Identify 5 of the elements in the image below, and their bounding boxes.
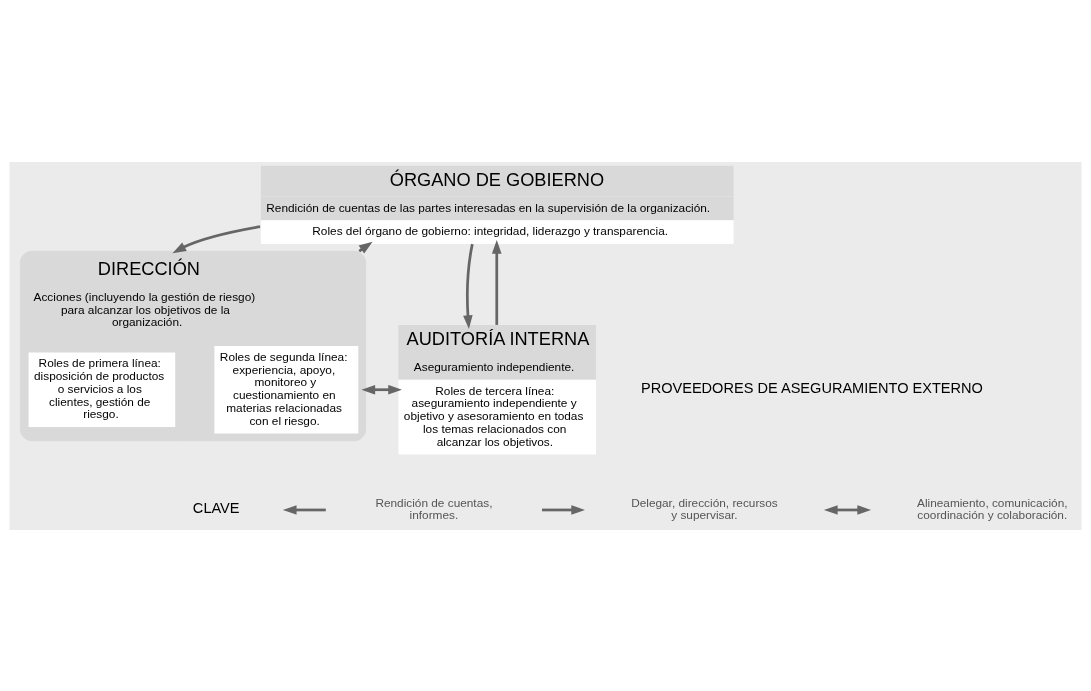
legend-label: Alineamiento, comunicación, coordinación y colaboración. — [917, 495, 1068, 522]
label: CLAVE — [192, 499, 240, 516]
legend-label: Delegar, dirección, recursos y supervisar. — [631, 495, 778, 522]
label: PROVEEDORES DE ASEGURAMIENTO EXTERNO — [640, 379, 983, 396]
legend-label: Rendición de cuentas, informes. — [375, 495, 493, 522]
